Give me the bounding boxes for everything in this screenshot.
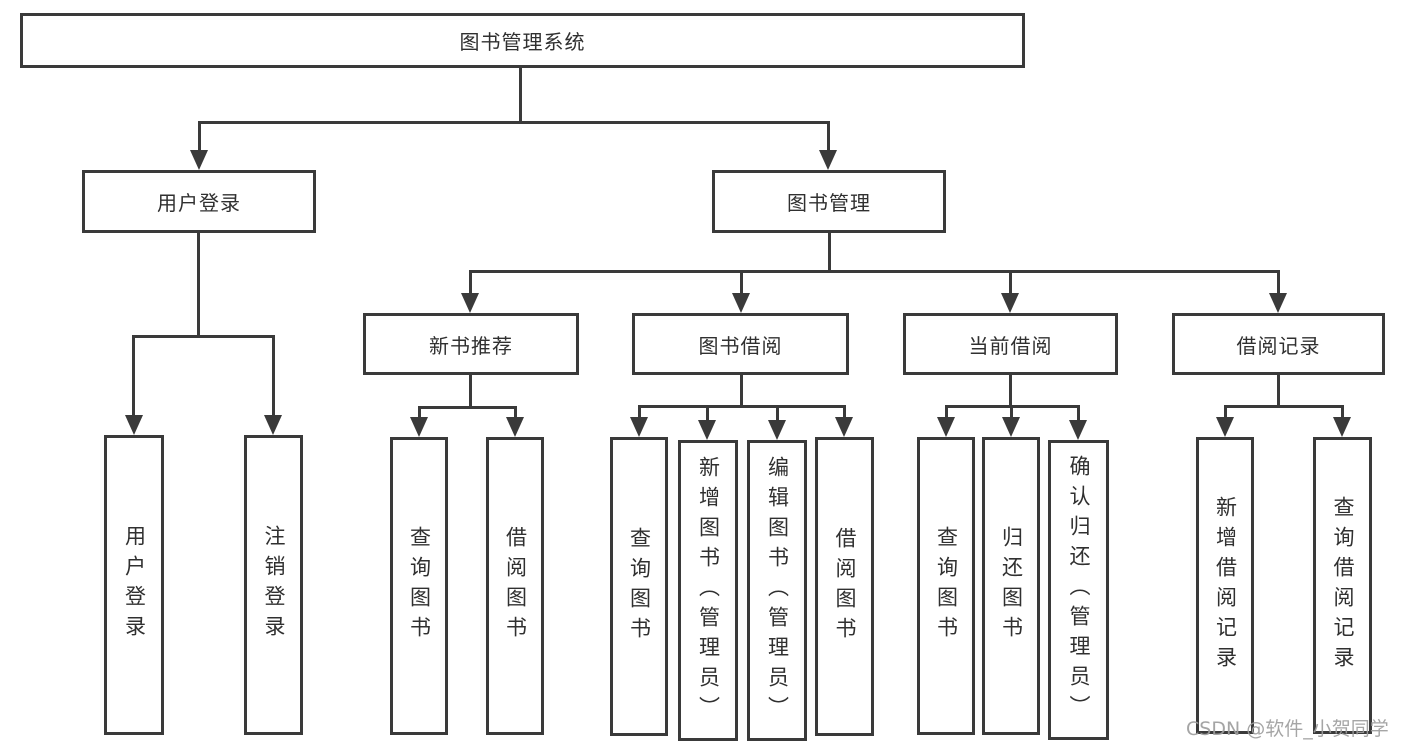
connector-to-cb-query: [945, 405, 948, 420]
connector-to-bb-add: [706, 405, 709, 423]
connector-to-bb-edit: [776, 405, 779, 423]
leaf-bb-borrow-books: 借阅图书: [815, 437, 874, 736]
node-borrow-record-label: 借阅记录: [1236, 333, 1321, 358]
connector-to-leaf-logout: [272, 335, 275, 418]
arrowhead-to-br-add: [1216, 417, 1234, 437]
connector-to-book-mgmt: [827, 121, 830, 153]
arrowhead-to-book-borrow: [732, 293, 750, 313]
leaf-bb-add-books-admin: 新增图书（管理员）: [678, 440, 738, 741]
arrowhead-to-bb-add: [698, 420, 716, 440]
connector-to-bb-borrow: [843, 405, 846, 420]
connector-br-stem: [1277, 374, 1280, 407]
arrowhead-to-cb-return: [1002, 417, 1020, 437]
leaf-nbr-borrow-books-label: 借阅图书: [503, 526, 528, 646]
leaf-br-query-record: 查询借阅记录: [1313, 437, 1372, 734]
leaf-bb-borrow-books-label: 借阅图书: [833, 526, 857, 647]
connector-to-br-add: [1224, 405, 1227, 420]
node-book-management-label: 图书管理: [787, 191, 871, 215]
arrowhead-to-nbr-borrow: [506, 417, 524, 437]
arrowhead-to-cb-confirm: [1069, 420, 1087, 440]
arrowhead-to-bb-query: [630, 417, 648, 437]
connector-bookmgmt-branch: [470, 270, 1280, 273]
connector-to-cb-confirm: [1077, 405, 1080, 423]
arrowhead-to-br-query: [1333, 417, 1351, 437]
arrowhead-to-book-mgmt: [819, 150, 837, 170]
connector-to-br-query: [1341, 405, 1344, 420]
connector-to-borrow-record: [1277, 270, 1280, 296]
arrowhead-to-user-login: [190, 150, 208, 170]
connector-to-book-borrow: [740, 270, 743, 296]
node-book-borrow: 图书借阅: [632, 313, 849, 375]
node-user-login: 用户登录: [82, 170, 316, 233]
connector-cb-stem: [1009, 374, 1012, 407]
arrowhead-to-bb-borrow: [835, 417, 853, 437]
node-new-book-recommend-label: 新书推荐: [429, 333, 513, 358]
leaf-logout: 注销登录: [244, 435, 303, 735]
node-borrow-record: 借阅记录: [1172, 313, 1385, 375]
connector-userlogin-stem: [197, 232, 200, 338]
arrowhead-to-cb-query: [937, 417, 955, 437]
leaf-br-query-record-label: 查询借阅记录: [1331, 495, 1355, 676]
connector-to-cb-return: [1010, 405, 1013, 420]
leaf-br-add-record-label: 新增借阅记录: [1213, 495, 1238, 676]
arrowhead-to-new-book-rec: [461, 293, 479, 313]
connector-br-branch: [1224, 405, 1343, 408]
leaf-nbr-query-books-label: 查询图书: [407, 526, 432, 646]
node-user-login-label: 用户登录: [157, 191, 241, 215]
connector-nbr-stem: [469, 374, 472, 408]
node-current-borrow-label: 当前借阅: [968, 333, 1053, 358]
leaf-logout-label: 注销登录: [262, 525, 286, 645]
leaf-bb-query-books-label: 查询图书: [627, 526, 652, 647]
leaf-cb-return-books-label: 归还图书: [999, 526, 1024, 646]
connector-bb-stem: [740, 374, 743, 407]
connector-userlogin-branch: [132, 335, 275, 338]
node-book-management: 图书管理: [712, 170, 946, 233]
connector-to-bb-query: [638, 405, 641, 420]
arrowhead-to-leaf-user-login: [125, 415, 143, 435]
leaf-cb-query-books-label: 查询图书: [934, 526, 959, 646]
arrowhead-to-bb-edit: [768, 420, 786, 440]
csdn-watermark: CSDN @软件_小贺同学: [1186, 718, 1389, 740]
arrowhead-to-borrow-record: [1269, 293, 1287, 313]
node-current-borrow: 当前借阅: [903, 313, 1118, 375]
connector-bookmgmt-stem: [828, 232, 831, 272]
leaf-cb-confirm-return-admin: 确认归还（管理员）: [1048, 440, 1109, 740]
connector-to-leaf-user-login: [132, 335, 135, 418]
node-root-label: 图书管理系统: [459, 30, 586, 54]
node-book-borrow-label: 图书借阅: [698, 333, 783, 358]
node-new-book-recommend: 新书推荐: [363, 313, 579, 375]
leaf-bb-query-books: 查询图书: [610, 437, 668, 736]
leaf-cb-confirm-return-admin-label: 确认归还（管理员）: [1067, 455, 1091, 725]
node-root: 图书管理系统: [20, 13, 1025, 68]
leaf-nbr-query-books: 查询图书: [390, 437, 448, 735]
leaf-cb-return-books: 归还图书: [982, 437, 1040, 735]
connector-root-stem: [519, 67, 522, 124]
connector-to-new-book-rec: [469, 270, 472, 296]
leaf-nbr-borrow-books: 借阅图书: [486, 437, 544, 735]
leaf-br-add-record: 新增借阅记录: [1196, 437, 1254, 734]
connector-to-nbr-borrow: [514, 406, 517, 420]
leaf-user-login: 用户登录: [104, 435, 164, 735]
connector-nbr-branch: [418, 406, 517, 409]
connector-root-branch: [198, 121, 830, 124]
leaf-bb-edit-books-admin: 编辑图书（管理员）: [747, 440, 807, 741]
arrowhead-to-current-borrow: [1001, 293, 1019, 313]
leaf-bb-edit-books-admin-label: 编辑图书（管理员）: [765, 455, 790, 726]
leaf-bb-add-books-admin-label: 新增图书（管理员）: [696, 455, 721, 726]
connector-to-user-login: [198, 121, 201, 153]
connector-bb-branch: [638, 405, 846, 408]
arrowhead-to-nbr-query: [410, 417, 428, 437]
connector-to-current-borrow: [1009, 270, 1012, 296]
leaf-cb-query-books: 查询图书: [917, 437, 975, 735]
connector-to-nbr-query: [418, 406, 421, 420]
leaf-user-login-label: 用户登录: [122, 525, 147, 645]
arrowhead-to-leaf-logout: [264, 415, 282, 435]
